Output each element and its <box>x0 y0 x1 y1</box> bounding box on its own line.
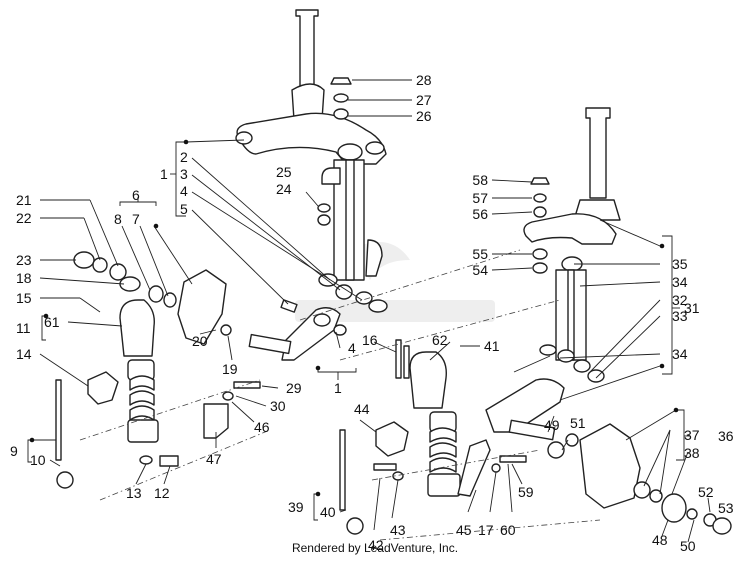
callout-38: 38 <box>684 445 700 461</box>
callout-42: 42 <box>368 537 384 553</box>
callout-30: 30 <box>270 398 286 414</box>
callout-59: 59 <box>518 484 534 500</box>
callout-62: 62 <box>432 332 448 348</box>
callout-1-top: 1 <box>160 166 168 182</box>
callout-8: 8 <box>114 211 122 227</box>
rendered-by-footer: Rendered by LeadVenture, Inc. <box>291 541 459 555</box>
callout-20: 20 <box>192 333 208 349</box>
callout-16: 16 <box>362 332 378 348</box>
callout-56: 56 <box>472 206 488 222</box>
callout-32: 32 <box>672 292 688 308</box>
callout-40: 40 <box>320 504 336 520</box>
callout-25: 25 <box>276 164 292 180</box>
swing-arm-center <box>248 299 347 361</box>
callout-44: 44 <box>354 401 370 417</box>
callout-48: 48 <box>652 532 668 548</box>
callout-35: 35 <box>672 256 688 272</box>
callout-labels: 28 27 26 25 24 1 2 3 4 5 6 8 7 21 22 23 … <box>10 72 734 554</box>
callout-5: 5 <box>180 201 188 217</box>
callout-27: 27 <box>416 92 432 108</box>
callout-1-bottom: 1 <box>334 380 342 396</box>
right-swing-arm <box>485 378 732 535</box>
callout-31: 31 <box>684 300 700 316</box>
callout-4-bottom: 4 <box>348 340 356 356</box>
callout-53: 53 <box>718 500 734 516</box>
callout-50: 50 <box>680 538 696 554</box>
callout-15: 15 <box>16 290 32 306</box>
callout-6: 6 <box>132 187 140 203</box>
callout-2: 2 <box>180 149 188 165</box>
callout-57: 57 <box>472 190 488 206</box>
steering-column-right <box>523 107 621 383</box>
callout-37: 37 <box>684 427 700 443</box>
callout-14: 14 <box>16 346 32 362</box>
callout-52: 52 <box>698 484 714 500</box>
callout-34-top: 34 <box>672 274 688 290</box>
callout-11: 11 <box>16 320 31 336</box>
callout-61: 61 <box>44 314 60 330</box>
left-shock-assembly <box>55 251 261 489</box>
callout-49: 49 <box>544 417 560 433</box>
callout-19: 19 <box>222 361 238 377</box>
callout-33: 33 <box>672 308 688 324</box>
callout-28: 28 <box>416 72 432 88</box>
callout-47: 47 <box>206 451 222 467</box>
callout-26: 26 <box>416 108 432 124</box>
callout-51: 51 <box>570 415 586 431</box>
callout-34-bottom: 34 <box>672 346 688 362</box>
callout-4-top: 4 <box>180 183 188 199</box>
callout-21: 21 <box>16 192 32 208</box>
callout-24: 24 <box>276 181 292 197</box>
callout-9: 9 <box>10 443 18 459</box>
steering-column-left <box>235 9 388 313</box>
callout-29: 29 <box>286 380 302 396</box>
nut-stack-top <box>317 77 352 226</box>
callout-55: 55 <box>472 246 488 262</box>
callout-41: 41 <box>484 338 500 354</box>
callout-18: 18 <box>16 270 32 286</box>
callout-22: 22 <box>16 210 32 226</box>
callout-23: 23 <box>16 252 32 268</box>
callout-60: 60 <box>500 522 516 538</box>
callout-10: 10 <box>30 452 46 468</box>
callout-39: 39 <box>288 499 304 515</box>
assembly-centerlines <box>79 249 601 541</box>
callout-45: 45 <box>456 522 472 538</box>
bracket-dots <box>29 139 679 497</box>
callout-12: 12 <box>154 485 170 501</box>
callout-3: 3 <box>180 166 188 182</box>
callout-13: 13 <box>126 485 142 501</box>
leader-lines <box>27 79 711 543</box>
callout-46: 46 <box>254 419 270 435</box>
callout-58: 58 <box>472 172 488 188</box>
callout-36: 36 <box>718 428 734 444</box>
right-shock-assembly <box>339 339 527 535</box>
callout-43: 43 <box>390 522 406 538</box>
callout-54: 54 <box>472 262 488 278</box>
callout-7: 7 <box>132 211 140 227</box>
callout-17: 17 <box>478 522 494 538</box>
